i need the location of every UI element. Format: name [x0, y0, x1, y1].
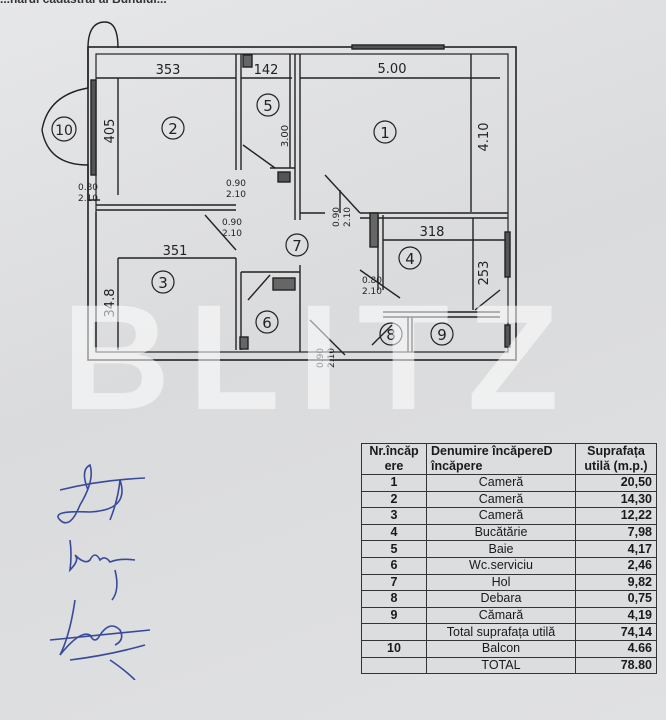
dim-room4-height: 253	[477, 261, 492, 286]
row-area: 2,46	[575, 556, 657, 575]
row-nr	[361, 656, 427, 675]
row-area: 9,82	[575, 573, 657, 592]
row-name: Balcon	[426, 639, 576, 658]
area-table-header: Nr.încăp ere Denumire încăpereD încăpere…	[361, 443, 657, 475]
row-name: Cămară	[426, 606, 576, 625]
row-name: Hol	[426, 573, 576, 592]
row-area: 4,19	[575, 606, 657, 625]
row-area: 7,98	[575, 523, 657, 542]
row-nr: 4	[361, 523, 427, 542]
dim-room5-width: 142	[254, 63, 279, 78]
row-nr	[361, 623, 427, 641]
signature-3	[49, 599, 151, 680]
door-room2-width: 0.80	[78, 183, 98, 193]
row-area: 12,22	[575, 507, 657, 525]
header-area: Suprafața utilă (m.p.)	[575, 443, 657, 475]
row-area: 4.66	[575, 639, 657, 658]
row-name: Bucătărie	[426, 523, 576, 542]
signature-2	[68, 539, 136, 601]
door-entry-height: 2.10	[327, 348, 337, 368]
room-label-2: 2	[168, 120, 178, 138]
row-nr: 9	[361, 606, 427, 625]
dim-room1-height: 4.10	[477, 123, 492, 152]
door-room5-width: 0.90	[226, 179, 246, 189]
door-room1-height: 2.10	[343, 207, 353, 227]
signatures	[49, 463, 151, 680]
area-table: Nr.încăp ere Denumire încăpereD încăpere…	[361, 443, 657, 675]
header-fragment: ...narul cadastral al Bunului...	[0, 0, 167, 6]
row-nr: 10	[361, 639, 427, 658]
room-label-4: 4	[405, 250, 415, 268]
door-room2-height: 2.10	[78, 194, 98, 204]
room-label-3: 3	[158, 274, 168, 292]
door-entry-width: 0.90	[316, 348, 326, 368]
row-name: Debara	[426, 590, 576, 608]
signature-1	[57, 463, 146, 524]
door-room3-height: 2.10	[222, 229, 242, 239]
room-label-8: 8	[386, 326, 396, 344]
row-name: Baie	[426, 540, 576, 558]
row-nr: 3	[361, 507, 427, 525]
row-name: Cameră	[426, 490, 576, 509]
dim-room4-width: 318	[420, 225, 445, 240]
door-room4-height: 2.10	[362, 287, 382, 297]
row-nr: 8	[361, 590, 427, 608]
room-label-1: 1	[380, 124, 390, 142]
dim-room2-height: 405	[103, 119, 118, 144]
balcony-outline	[87, 21, 119, 49]
row-name: TOTAL	[426, 656, 576, 675]
dim-room5-height: 3.00	[280, 125, 291, 147]
room-label-5: 5	[263, 97, 273, 115]
row-nr: 6	[361, 556, 427, 575]
row-area: 14,30	[575, 490, 657, 509]
row-area: 74,14	[575, 623, 657, 641]
header-name: Denumire încăpereD încăpere	[426, 443, 576, 475]
dim-room1-width: 5.00	[378, 62, 407, 77]
row-area: 20,50	[575, 474, 657, 492]
door-room5-height: 2.10	[226, 190, 246, 200]
row-nr: 5	[361, 540, 427, 558]
dim-room3-width: 351	[163, 244, 188, 259]
door-room1-width: 0.90	[332, 207, 342, 227]
door-room4-width: 0.80	[362, 276, 382, 286]
row-nr: 7	[361, 573, 427, 592]
room-label-7: 7	[292, 237, 302, 255]
room-label-6: 6	[262, 314, 272, 332]
row-name: Cameră	[426, 474, 576, 492]
row-nr: 2	[361, 490, 427, 509]
dim-room2-width: 353	[156, 63, 181, 78]
door-room3-width: 0.90	[222, 218, 242, 228]
header-nr: Nr.încăp ere	[361, 443, 427, 475]
row-area: 78.80	[575, 656, 657, 675]
floor-plan: 1 2 3 4 5 6 7 8 9 10 353 142 5.00 351 31…	[41, 21, 517, 368]
row-name: Wc.serviciu	[426, 556, 576, 575]
row-area: 4,17	[575, 540, 657, 558]
room-label-10: 10	[55, 123, 73, 139]
row-name: Cameră	[426, 507, 576, 525]
dim-room3-height: 34.8	[103, 289, 118, 318]
row-area: 0,75	[575, 590, 657, 608]
row-name: Total suprafața utilă	[426, 623, 576, 641]
row-nr: 1	[361, 474, 427, 492]
room-label-9: 9	[437, 326, 447, 344]
